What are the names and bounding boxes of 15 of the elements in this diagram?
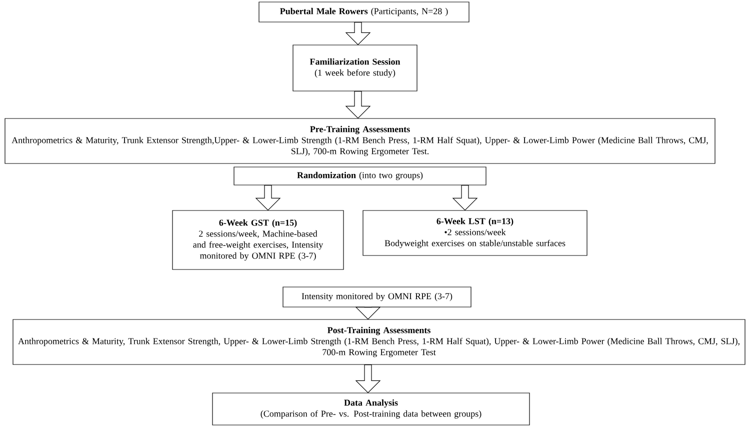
block-arrow — [255, 185, 281, 211]
process-box: Randomization (into two groups) — [234, 166, 486, 186]
process-box: Data Analysis (Comparison of Pre- vs. Post-training data between groups) — [212, 392, 530, 426]
process-box: Familiarization Session (1 week before study) — [292, 44, 418, 92]
process-box: Intensity monitored by OMNI RPE (3-7) — [282, 286, 472, 308]
process-box: 6-Week LST (n=13) •2 sessions/week Bodyweight exercises on stable/unstable surfaces — [362, 210, 588, 256]
process-box: 6-Week GST (n=15) 2 sessions/week, Machine-based and free-weight exercises, Intensity monitored by OMNI RPE (3-7) — [172, 210, 344, 270]
block-arrow — [452, 185, 478, 211]
block-arrow — [355, 364, 381, 394]
process-box: Pubertal Male Rowers (Participants, N=28 ) — [258, 2, 470, 22]
process-box: Pre-Training Assessments Anthropometrics & Maturity, Trunk Extensor Strength,Upper- & Lower-Limb Strength (1-RM Bench Press, 1-RM Half Squat), Upper- & Lower-Limb Power (Medicine Ball Throws, CMJ, SLJ), 700-m Rowing Ergometer Test. — [4, 118, 716, 164]
block-arrow — [345, 91, 371, 119]
block-arrow — [355, 306, 381, 320]
block-arrow — [345, 22, 371, 46]
process-box: Post-Training Assessments Anthropometrics & Maturity, Trunk Extensor Strength, Upper- & Lower-Limb Strength (1-RM Bench Press, 1-RM Half Squat), Upper- & Lower-Limb Power (Medicine Ball Throws, CMJ, SLJ), 700-m Rowing Ergometer Test — [12, 319, 746, 365]
